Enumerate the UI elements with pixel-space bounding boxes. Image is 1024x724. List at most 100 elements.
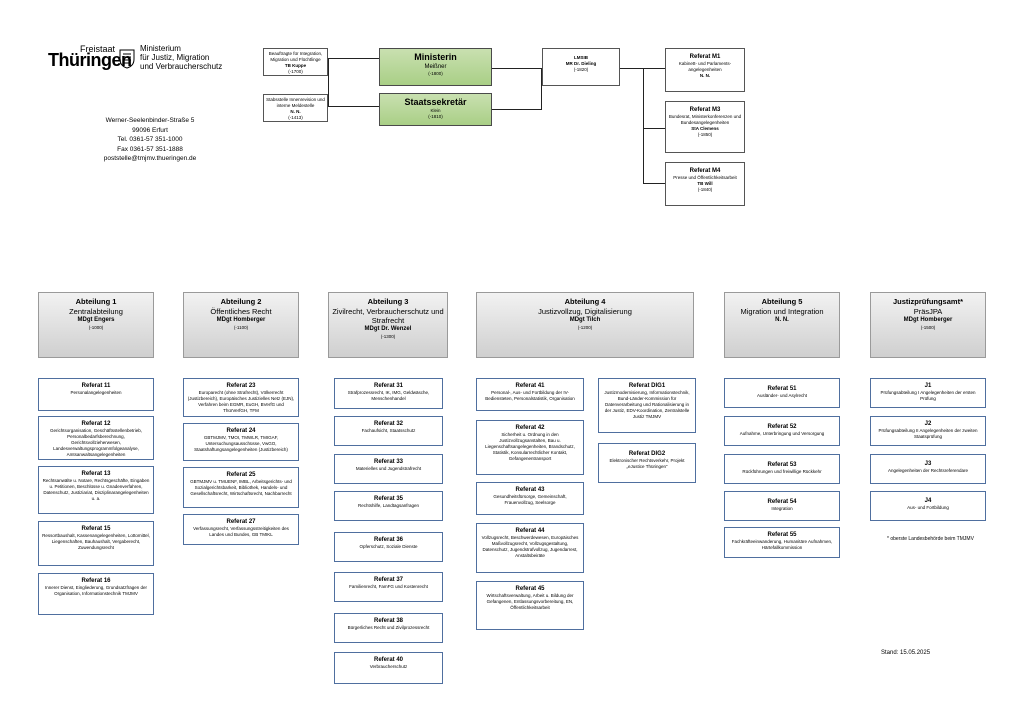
staatssekretaer-name: Klein <box>430 108 441 113</box>
referat-12-title: Referat 12 <box>81 421 111 427</box>
referat-16-desc: Innerer Dienst, Eingliederung, Grundsatz… <box>44 585 148 596</box>
referat-dig2-box: Referat DIG2 Elektronischer Rechtsverkeh… <box>598 443 696 483</box>
referat-42-desc: Sicherheit u. Ordnung in den Justizvollz… <box>485 432 575 461</box>
abteilung-3-head: MDgt Dr. Wenzel <box>364 326 412 332</box>
referat-m1-desc: Kabinett- und Parlaments-angelegenheiten <box>678 61 732 72</box>
referat-24-box: Referat 24 GBTMJMV, TMOI, TMWLR, TMIGAF,… <box>183 423 299 461</box>
referat-36-desc: Opferschutz, Soziale Dienste <box>359 544 418 549</box>
referat-dig1-title: Referat DIG1 <box>628 383 666 389</box>
j3-box: J3 Angelegenheiten der Rechtsreferendare <box>870 454 986 484</box>
abteilung-5-name: Migration und Integration <box>740 307 824 316</box>
address-block: Werner-Seelenbinder-Straße 5 99096 Erfur… <box>70 116 230 164</box>
staatssekretaer-code: (-1810) <box>428 114 443 119</box>
abteilung-1-code: (-1000) <box>88 325 104 330</box>
referat-13-box: Referat 13 Rechtsanwälte u. Notare, Rech… <box>38 466 154 514</box>
abteilung-1-name: Zentralabteilung <box>69 307 123 316</box>
referat-12-box: Referat 12 Gerichtsorganisation, Geschäf… <box>38 416 154 460</box>
j3-title: J3 <box>924 461 932 467</box>
beauftragte-name: TB Kuppe <box>284 63 307 68</box>
referat-15-title: Referat 15 <box>81 526 111 532</box>
referat-53-desc: Rückführungen und freiwillige Rückkehr <box>742 469 822 474</box>
referat-m4-code: (-1840) <box>697 187 713 192</box>
referat-11-box: Referat 11 Personalangelegenheiten <box>38 378 154 411</box>
referat-52-desc: Aufnahme, Unterbringung und Versorgung <box>739 431 825 436</box>
referat-45-box: Referat 45 Wirtschaftsverwaltung, Arbeit… <box>476 581 584 630</box>
referat-33-desc: Materielles und Jugendstrafrecht <box>355 466 422 471</box>
abteilung-1-title: Abteilung 1 <box>75 297 117 306</box>
ministerin-code: (-1800) <box>428 71 443 76</box>
staatssekretaer-box: Staatssekretär Klein (-1810) <box>379 93 492 126</box>
referat-23-box: Referat 23 Europarecht (ohne Strafrecht)… <box>183 378 299 417</box>
address-city: 99096 Erfurt <box>132 126 168 134</box>
jpa-title: Justizprüfungsamt* <box>892 297 963 306</box>
ministerin-box: Ministerin Meißner (-1800) <box>379 48 492 86</box>
abteilung-4-head: MDgt Tilch <box>569 317 601 323</box>
referat-33-box: Referat 33 Materielles und Jugendstrafre… <box>334 454 443 484</box>
logo-ministry-line1: Ministerium <box>140 44 181 53</box>
referat-24-title: Referat 24 <box>226 428 256 434</box>
referat-33-title: Referat 33 <box>373 459 403 465</box>
referat-25-title: Referat 25 <box>226 472 256 478</box>
j1-box: J1 Prüfungsabteilung I Angelegenheiten d… <box>870 378 986 408</box>
logo-ministry-line3: und Verbraucherschutz <box>140 62 223 71</box>
lmsib-code: (-1820) <box>573 67 589 72</box>
address-email: poststelle@tmjmv.thueringen.de <box>103 155 197 162</box>
referat-13-title: Referat 13 <box>81 471 111 477</box>
referat-40-desc: Verbraucherschutz <box>369 664 408 669</box>
referat-51-box: Referat 51 Ausländer- und Asylrecht <box>724 378 840 408</box>
referat-43-box: Referat 43 Gesundheitsfürsorge, Gemeinsc… <box>476 482 584 515</box>
referat-m1-name: N. N. <box>699 73 711 78</box>
abteilung-5-title: Abteilung 5 <box>761 297 803 306</box>
abteilung-5-header: Abteilung 5 Migration und Integration N.… <box>724 292 840 358</box>
referat-15-desc: Ressortbaushalt, Kassenangelegenheiten, … <box>42 533 150 550</box>
stabsstelle-title: Stabsstelle Innenrevision und interne Me… <box>266 97 325 108</box>
referat-51-desc: Ausländer- und Asylrecht <box>756 393 808 398</box>
referat-38-title: Referat 38 <box>373 618 403 624</box>
beauftragte-box: Beauftragte für Integration, Migration u… <box>263 48 328 76</box>
referat-36-box: Referat 36 Opferschutz, Soziale Dienste <box>334 532 443 562</box>
referat-13-desc: Rechtsanwälte u. Notare, Rechtsgeschäfte… <box>42 478 150 501</box>
referat-43-desc: Gesundheitsfürsorge, Gemeinschaft, Fraue… <box>493 494 567 505</box>
referat-38-desc: Bürgerliches Recht und Zivilprozessrecht <box>347 625 430 630</box>
referat-41-box: Referat 41 Personal-, Aus- und Fortbildu… <box>476 378 584 411</box>
referat-15-box: Referat 15 Ressortbaushalt, Kassenangele… <box>38 521 154 566</box>
stabsstelle-box: Stabsstelle Innenrevision und interne Me… <box>263 94 328 122</box>
referat-52-box: Referat 52 Aufnahme, Unterbringung und V… <box>724 416 840 446</box>
j2-title: J2 <box>924 421 932 427</box>
j4-title: J4 <box>924 498 932 504</box>
abteilung-3-header: Abteilung 3 Zivilrecht, Verbraucherschut… <box>328 292 448 358</box>
logo: Freistaat Thüringen Ministerium für Just… <box>48 44 228 76</box>
referat-12-desc: Gerichtsorganisation, Geschäftsstellenbe… <box>49 428 143 457</box>
referat-m1-title: Referat M1 <box>689 54 721 60</box>
referat-53-title: Referat 53 <box>767 462 797 468</box>
jpa-header: Justizprüfungsamt* PräsJPA MDgt Homberge… <box>870 292 986 358</box>
stabsstelle-name: N. N. <box>290 109 301 114</box>
referat-dig2-desc: Elektronischer Rechtsverkehr, Projekt „e… <box>609 458 685 469</box>
abteilung-2-title: Abteilung 2 <box>220 297 262 306</box>
jpa-code: (-1500) <box>920 325 936 330</box>
referat-m4-name: TB Will <box>697 181 713 186</box>
footnote: * oberste Landesbehörde beim TMJMV <box>887 536 974 542</box>
referat-m4-title: Referat M4 <box>689 168 721 174</box>
referat-27-desc: Verfassungsrecht, Verfassungsstreitigkei… <box>193 526 289 537</box>
abteilung-2-header: Abteilung 2 Öffentliches Recht MDgt Homb… <box>183 292 299 358</box>
abteilung-4-title: Abteilung 4 <box>564 297 606 306</box>
beauftragte-title: Beauftragte für Integration, Migration u… <box>268 51 323 62</box>
abteilung-4-header: Abteilung 4 Justizvollzug, Digitalisieru… <box>476 292 694 358</box>
abteilung-1-header: Abteilung 1 Zentralabteilung MDgt Engers… <box>38 292 154 358</box>
referat-m3-box: Referat M3 Bundesrat, Ministerkonferenze… <box>665 101 745 153</box>
stabsstelle-code: (-1413) <box>288 115 303 120</box>
referat-16-title: Referat 16 <box>81 578 111 584</box>
j1-desc: Prüfungsabteilung I Angelegenheiten der … <box>880 390 976 401</box>
lmsib-name: MR Dr. Dieling <box>565 61 597 66</box>
j2-box: J2 Prüfungsabteilung II Angelegenheiten … <box>870 416 986 446</box>
abteilung-2-head: MDgt Homberger <box>216 317 266 323</box>
referat-dig1-desc: Justizmodernisierung, Informationstechni… <box>604 390 690 419</box>
referat-36-title: Referat 36 <box>373 537 403 543</box>
referat-16-box: Referat 16 Innerer Dienst, Eingliederung… <box>38 573 154 615</box>
referat-37-desc: Familienrecht, FamFG und Kostenrecht <box>349 584 428 589</box>
referat-44-desc: Vollzugsrecht, Beschwerdewesen, Europäis… <box>481 535 579 558</box>
referat-41-desc: Personal-, Aus- und Fortbildung der IV-B… <box>485 390 575 401</box>
logo-freistaat: Freistaat <box>80 44 116 54</box>
referat-32-box: Referat 32 Fachaufsicht, Staatsschutz <box>334 416 443 446</box>
